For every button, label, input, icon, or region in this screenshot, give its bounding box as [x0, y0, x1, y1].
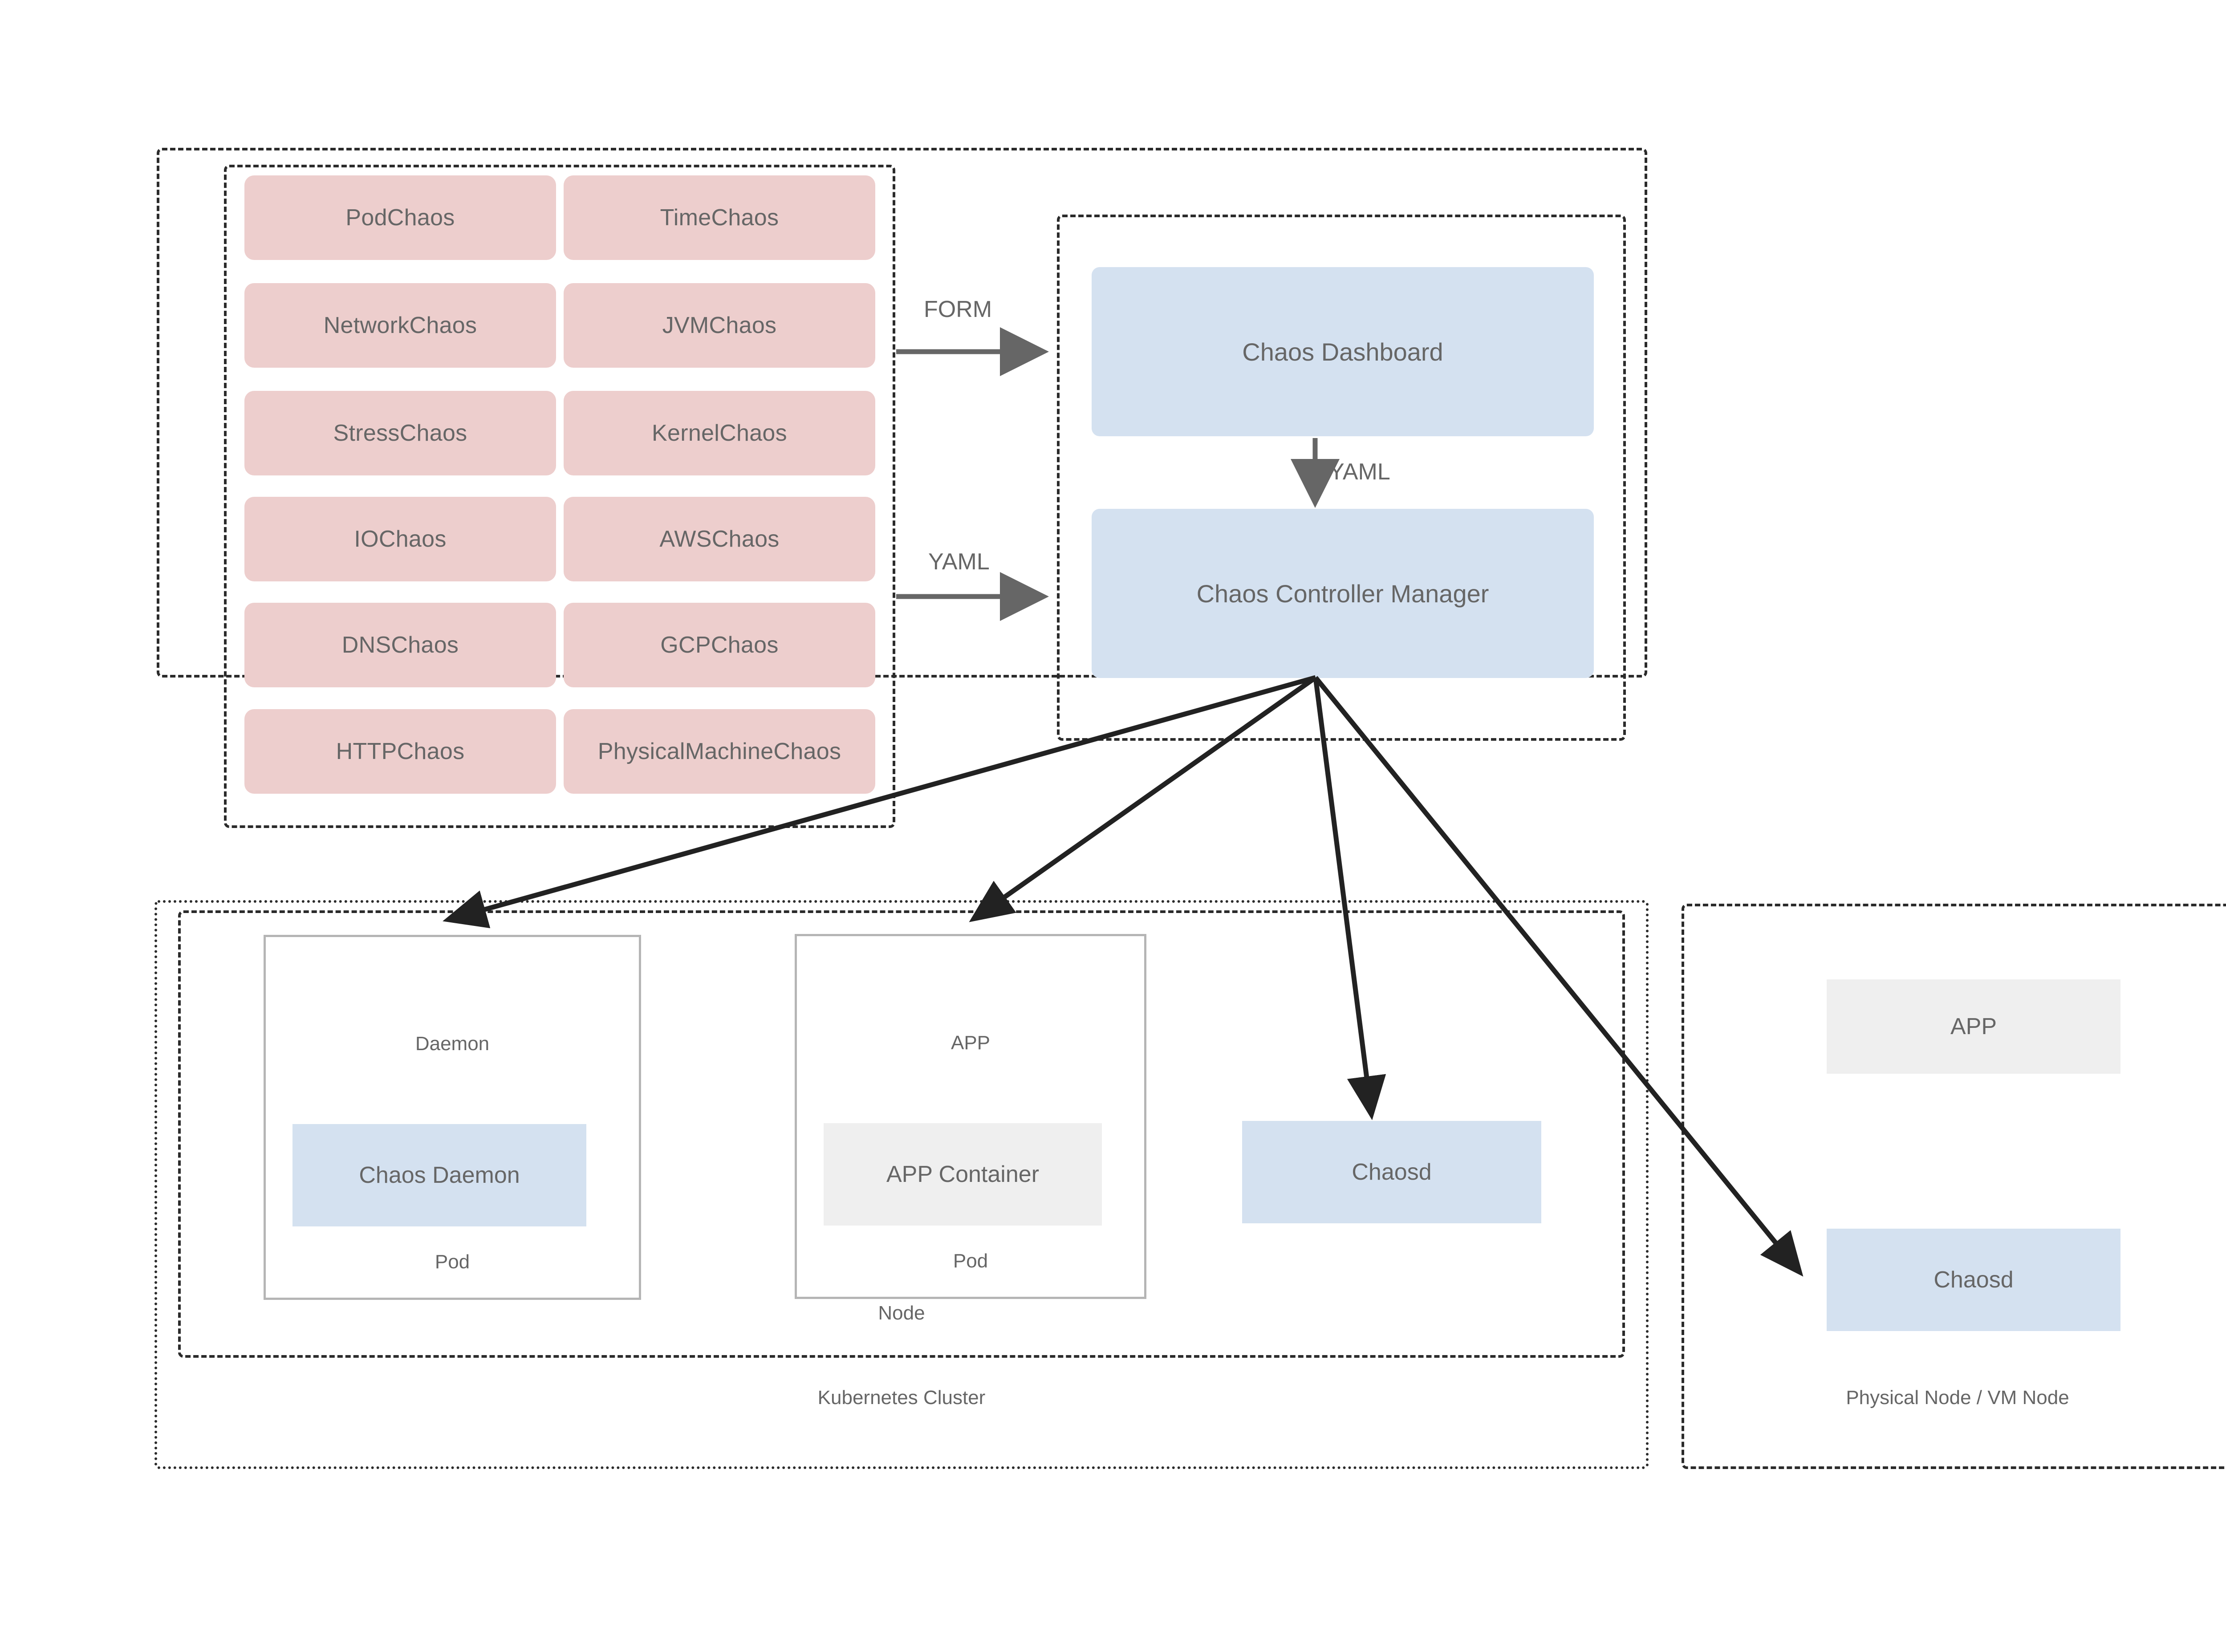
physical-node-label: Physical Node / VM Node	[1846, 1387, 2069, 1408]
chaos-type-chip[interactable]: IOChaos	[244, 497, 556, 581]
app-container-box[interactable]: APP Container	[824, 1123, 1102, 1226]
pod-box-daemon: Daemon Chaos Daemon Pod	[264, 935, 641, 1300]
chaos-type-chip[interactable]: KernelChaos	[564, 391, 875, 475]
chaos-type-chip[interactable]: PhysicalMachineChaos	[564, 709, 875, 794]
yaml-dashboard-to-manager-label: YAML	[1329, 459, 1390, 485]
pod-footer-app: Pod	[953, 1250, 988, 1272]
chaos-daemon-box[interactable]: Chaos Daemon	[292, 1124, 586, 1226]
pod-footer-daemon: Pod	[435, 1251, 470, 1273]
pod-title-daemon: Daemon	[415, 1033, 490, 1055]
chaos-dashboard-box[interactable]: Chaos Dashboard	[1092, 267, 1594, 436]
chaos-type-chip[interactable]: DNSChaos	[244, 603, 556, 687]
chaos-type-chip[interactable]: NetworkChaos	[244, 283, 556, 368]
form-edge-label: FORM	[924, 296, 992, 322]
kubernetes-cluster-label: Kubernetes Cluster	[817, 1387, 986, 1408]
chaosd-node-box[interactable]: Chaosd	[1242, 1121, 1541, 1223]
pod-title-app: APP	[951, 1032, 991, 1054]
chaos-type-chip[interactable]: TimeChaos	[564, 175, 875, 260]
chaos-type-chip[interactable]: HTTPChaos	[244, 709, 556, 794]
pod-box-app: APP APP Container Pod	[795, 934, 1146, 1299]
chaos-type-chip[interactable]: AWSChaos	[564, 497, 875, 581]
chaos-type-chip[interactable]: JVMChaos	[564, 283, 875, 368]
physical-node-chaosd-box[interactable]: Chaosd	[1827, 1229, 2120, 1331]
chaos-type-chip[interactable]: GCPChaos	[564, 603, 875, 687]
yaml-entry-edge-label: YAML	[928, 549, 990, 575]
chaos-type-chip[interactable]: StressChaos	[244, 391, 556, 475]
physical-node-app-box[interactable]: APP	[1827, 979, 2120, 1074]
chaos-type-chip[interactable]: PodChaos	[244, 175, 556, 260]
node-label: Node	[878, 1302, 925, 1324]
chaos-controller-manager-box[interactable]: Chaos Controller Manager	[1092, 509, 1594, 678]
